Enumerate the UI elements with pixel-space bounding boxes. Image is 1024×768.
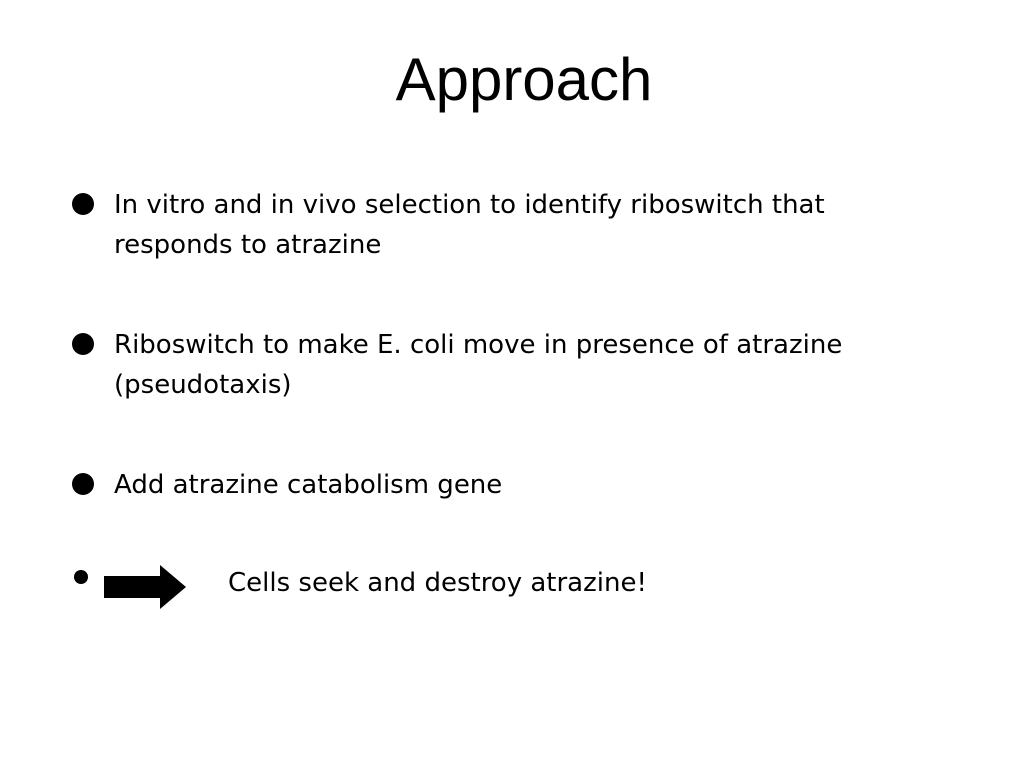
bullet-dot-icon	[72, 193, 94, 215]
bullet-dot-icon	[72, 473, 94, 495]
right-arrow-icon	[104, 565, 186, 609]
bullet-dot-icon	[72, 333, 94, 355]
slide-title: Approach	[395, 46, 653, 113]
bullet-dot-icon	[74, 570, 88, 584]
bullet-text: Cells seek and destroy atrazine!	[228, 568, 647, 598]
bullet-text: Add atrazine catabolism gene	[114, 470, 503, 500]
bullet-text: In vitro and in vivo selection to identi…	[114, 190, 825, 260]
bullet-text: Riboswitch to make E. coli move in prese…	[114, 330, 843, 400]
